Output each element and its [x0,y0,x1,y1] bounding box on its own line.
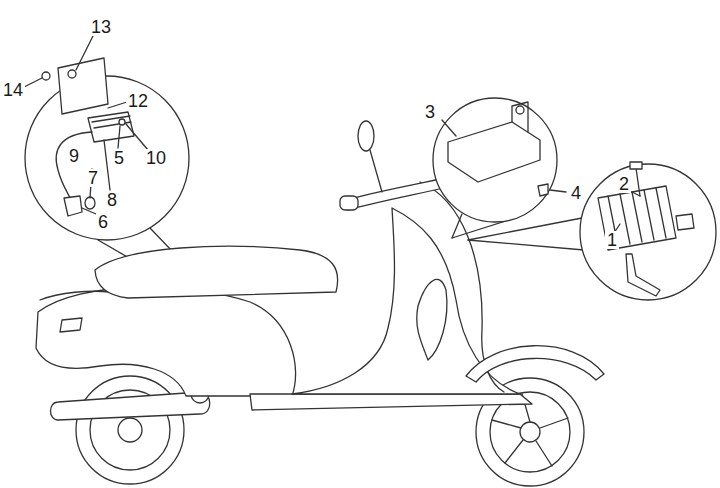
mirror [358,121,374,151]
callout-number: 1 [605,231,619,249]
leader-line [612,192,640,236]
detail-leader [468,240,584,250]
clip [538,184,548,196]
grip [340,196,358,210]
rear-body [36,287,296,396]
screw [636,168,640,196]
coil-fins [92,116,131,128]
rear-wheel [76,376,184,484]
tail-light [60,318,82,332]
mirror-stem [370,150,382,192]
mounting-bracket [58,58,108,114]
tray-lug [512,102,528,132]
seat [95,246,338,298]
callout-number: 4 [569,184,583,202]
cap-seal [85,197,95,209]
nut [119,119,125,125]
screw-head [630,162,642,169]
callout-number: 6 [96,213,110,231]
hole [516,106,524,114]
front-hub [520,422,540,442]
callout-number: 9 [67,147,81,165]
callout-number: 12 [126,92,150,110]
rear-hub [118,418,142,442]
callout-number: 10 [144,149,168,167]
spark-plug-cap [64,196,82,216]
callout-number: 5 [112,149,126,167]
ignition-coil [88,112,134,142]
detail-circle [580,164,716,300]
callout-number: 3 [423,103,437,121]
floorboard [250,394,532,410]
leader-line [22,36,148,214]
detail-circle [433,98,557,222]
callout-number: 7 [86,169,100,187]
front-mudguard [466,346,604,382]
callout-number: 14 [1,81,25,99]
glovebox-vent [417,279,447,360]
rear-rack [40,291,110,300]
detail-leader [452,214,462,238]
callout-number: 8 [105,191,119,209]
regulator-tray [448,122,540,182]
bolt [42,72,50,80]
bracket [626,254,660,296]
leader-line [442,120,566,192]
callout-number: 2 [617,175,631,193]
connector [676,214,694,230]
callout-number: 13 [89,18,113,36]
bolt [68,70,76,78]
voltage-regulator [598,186,676,250]
hv-wire [56,132,92,202]
